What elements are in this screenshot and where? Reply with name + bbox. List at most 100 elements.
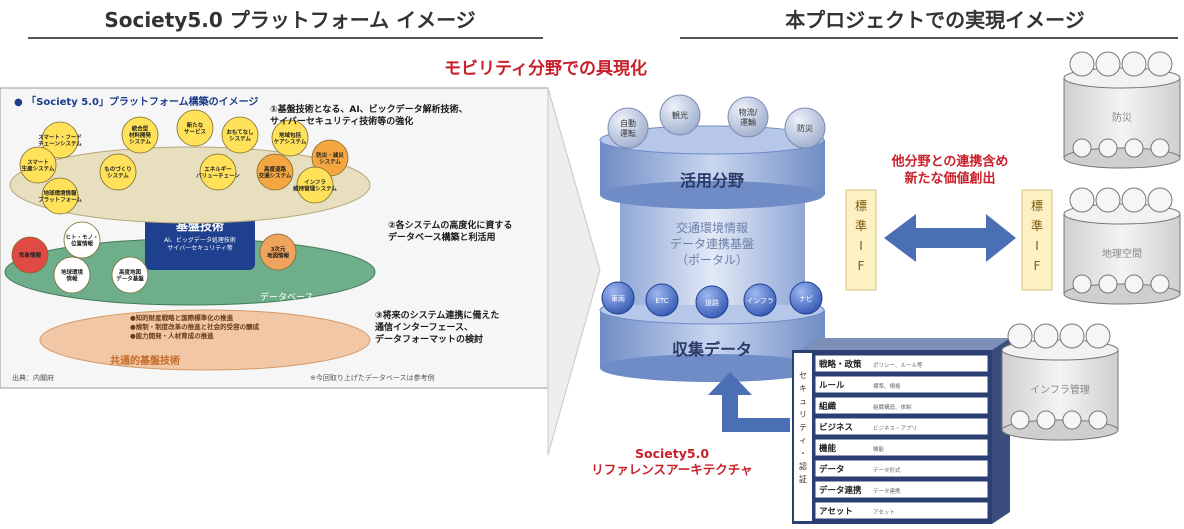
platform-label-line: データ連携基盤 [670,236,754,251]
note-1: ①基盤技術となる、AI、ビックデータ解析技術、サイバーセキュリティ技術等の強化 [270,103,468,127]
system-bubble-label: エネルギー [204,165,232,173]
security-label: セキュリティ・認証 [799,371,807,484]
system-bubble [271,119,309,157]
system-bubble [176,109,214,147]
gray-ball [1150,138,1170,158]
center-cylinder-stack: 収集データ 交通環境情報データ連携基盤（ポータル） 活用分野 自動運転観光物流/… [599,94,826,382]
system-bubble-label: ヒト・モノ・ [65,234,98,241]
system-bubble-label: インフラ [304,179,326,186]
system-bubble-label: システム [229,135,251,142]
system-bubble-label: 3次元 [271,245,286,253]
system-bubble-label: 地球環境情報 [43,189,77,197]
system-bubble-label: データ基盤 [116,274,144,282]
gray-ball [1147,187,1173,213]
layer-name: ビジネス [819,422,853,433]
note-2-line: データベース構築と利活用 [388,231,496,243]
gray-ball [1095,187,1121,213]
std-if-left [845,189,877,291]
utilization-label: 活用分野 [680,171,744,190]
std-if-char: I [1035,239,1039,253]
gray-ball [1121,187,1147,213]
systems-group: スマート・フードチェーンシステム統合型材料開発システム新たなサービスおもてなしシ… [11,109,349,294]
top-circle [659,94,701,136]
left-header: Society5.0 プラットフォーム イメージ [104,8,476,32]
collection-plate-bottom [600,354,824,382]
top-circles: 自動運転観光物流/運輸防災 [607,94,826,149]
gray-ball [1121,51,1147,77]
bottom-layer-label: 共通的基盤技術 [110,354,180,367]
system-bubble-label: 情報 [66,274,78,282]
system-bubble [41,177,79,215]
system-bubble-label: 統合型 [132,125,149,133]
system-bubble [99,153,137,191]
gray-ball [1033,323,1059,349]
layer-name: アセット [819,507,853,517]
gray-ball [1036,410,1056,430]
layer-detail: ビジネス・アプリ [873,424,917,432]
layer-name: 組織 [819,401,837,412]
database-label: データベース [260,291,314,303]
std-if-char: 標 [1031,199,1043,213]
std-if-right [1021,189,1053,291]
gray-ball [1085,323,1111,349]
bottom-circle-label: ETC [655,297,668,305]
security-label-char: 証 [799,474,807,484]
bottom-circle-label: 道路 [705,298,719,307]
system-bubble [111,256,149,294]
bottom-circle [695,285,729,319]
platform-label-line: （ポータル） [676,253,748,267]
gray-ball [1069,187,1095,213]
right-header: 本プロジェクトでの実現イメージ [785,8,1085,32]
layer-row [814,459,989,478]
layer-detail: アセット [873,509,895,516]
system-bubble [53,256,91,294]
system-bubble [296,166,334,204]
layer-name: データ連携 [819,485,862,496]
utilization-plate-bottom [600,181,824,209]
layer-detail: ポリシー、ルール等 [873,361,923,369]
layer-row [814,480,989,499]
cube-top [800,338,1010,350]
gray-stack-label: 地理空間 [1102,247,1142,260]
gray-stack-bottom [1063,283,1181,305]
system-bubble-label: プラットフォーム [38,195,82,203]
system-bubble-label: 交通システム [259,171,292,179]
std-if-char: 標 [855,199,867,213]
system-bubble [63,221,101,259]
core-subtitle-line: サイバーセキュリティ等 [167,244,233,252]
security-label-char: テ [799,423,807,432]
layer-name: ルール [819,381,845,391]
system-bubble-label: 位置情報 [71,239,94,247]
gray-ball [1072,274,1092,294]
system-bubble-label: バリューチェーン [196,172,240,179]
layer-row [814,501,989,520]
security-column [794,353,812,521]
system-bubble [11,236,49,274]
gray-stack-bottom [1001,419,1119,441]
top-circle [784,107,826,149]
bottom-circle-label: ナビ [799,294,813,303]
layer-detail: 標準、規格 [873,382,901,390]
std-if-char: F [858,259,865,273]
gray-stack-label: 防災 [1112,111,1132,124]
layer-detail: 組織構造、体制 [873,403,912,411]
bottom-circle-label: 車両 [611,294,625,303]
top-circle-label: 防災 [797,123,813,133]
bottom-bullet-line: ●知的財産戦略と国際標準化の推進 [130,313,234,322]
system-bubble-label: 高度道路 [264,165,287,173]
figure-title: ● 「Society 5.0」プラットフォーム構築のイメージ [14,95,258,108]
system-bubble-label: 地域包括 [279,131,302,139]
source-label: 出典：内閣府 [12,373,54,382]
layer-row [814,396,989,415]
layer-name: 戦略・政策 [819,359,862,370]
std-if-char: F [1034,259,1041,273]
top-circle [607,107,649,149]
gray-ball [1150,274,1170,294]
collection-label: 収集データ [672,340,752,359]
gray-stack-label: インフラ管理 [1030,383,1090,396]
